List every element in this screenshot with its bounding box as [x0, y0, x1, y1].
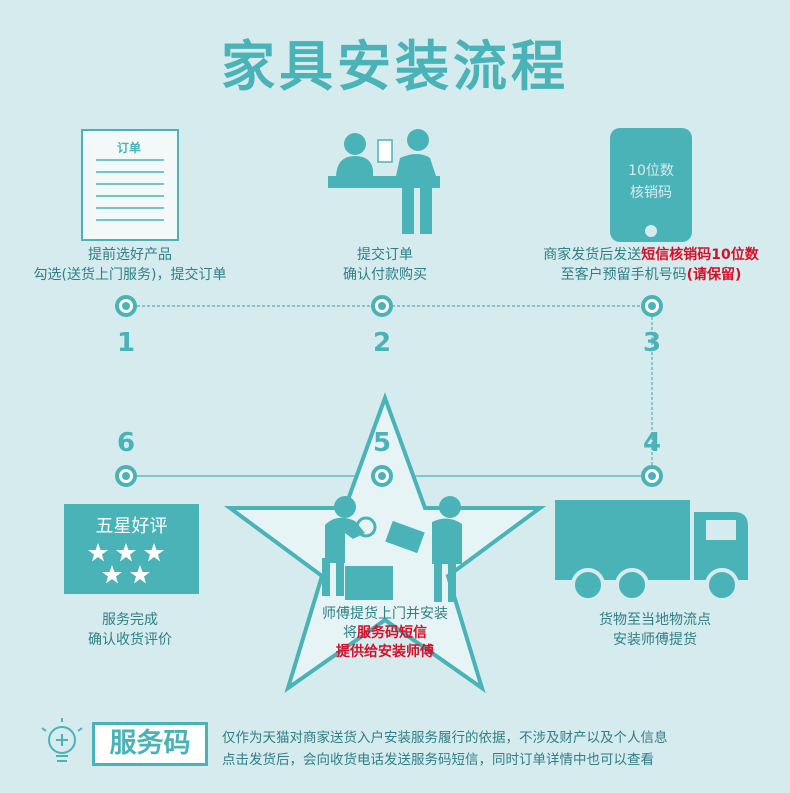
step-4-node	[641, 465, 663, 487]
service-code-badge: 服务码	[92, 722, 208, 766]
step-3-line2: 至客户预留手机号码(请保留)	[516, 265, 786, 285]
step-2-node	[371, 295, 393, 317]
footer-line-1: 仅作为天猫对商家送货入户安装服务履行的依据，不涉及财产以及个人信息	[222, 726, 668, 746]
step-5-line2-highlight: 服务码短信	[357, 625, 427, 641]
step-4-caption: 货物至当地物流点 安装师傅提货	[565, 610, 745, 650]
step-1-line1: 提前选好产品	[20, 245, 240, 265]
phone-text-line2: 核销码	[623, 182, 679, 204]
step-1-caption: 提前选好产品 勾选(送货上门服务)，提交订单	[20, 245, 240, 285]
order-document-title: 订单	[117, 139, 141, 156]
step-6-node	[115, 465, 137, 487]
step-3-caption: 商家发货后发送短信核销码10位数 至客户预留手机号码(请保留)	[516, 245, 786, 285]
lightbulb-icon	[42, 718, 82, 761]
step-5-node	[371, 465, 393, 487]
step-3-number: 3	[637, 328, 667, 358]
step-4-line2: 安装师傅提货	[565, 630, 745, 650]
step-6-number: 6	[111, 428, 141, 458]
step-6-line1: 服务完成	[60, 610, 200, 630]
step-2-caption: 提交订单 确认付款购买	[300, 245, 470, 285]
review-board-title: 五星好评	[64, 512, 199, 538]
step-3-line1-highlight: 短信核销码10位数	[641, 247, 758, 263]
step-5-line2-text: 将	[343, 625, 357, 641]
truck-icon	[555, 500, 748, 600]
footer-line-2: 点击发货后，会向收货电话发送服务码短信，同时订单详情中也可以查看	[222, 748, 654, 768]
phone-text-line1: 10位数	[623, 160, 679, 182]
checkout-counter-icon	[328, 129, 440, 234]
step-1-number: 1	[111, 328, 141, 358]
step-4-number: 4	[637, 428, 667, 458]
phone-screen-text: 10位数 核销码	[623, 160, 679, 204]
step-2-number: 2	[367, 328, 397, 358]
step-3-line1-text: 商家发货后发送	[543, 247, 641, 263]
step-5-line3: 提供给安装师傅	[300, 643, 470, 662]
step-3-line1: 商家发货后发送短信核销码10位数	[516, 245, 786, 265]
step-1-line2: 勾选(送货上门服务)，提交订单	[20, 265, 240, 285]
step-5-caption: 师傅提货上门并安装 将服务码短信 提供给安装师傅	[300, 605, 470, 662]
step-2-line2: 确认付款购买	[300, 265, 470, 285]
step-4-line1: 货物至当地物流点	[565, 610, 745, 630]
step-5-number: 5	[367, 428, 397, 458]
step-5-line1: 师傅提货上门并安装	[300, 605, 470, 624]
step-3-line2-text: 至客户预留手机号码	[561, 267, 687, 283]
step-1-node	[115, 295, 137, 317]
step-6-caption: 服务完成 确认收货评价	[60, 610, 200, 650]
step-3-node	[641, 295, 663, 317]
step-5-line2: 将服务码短信	[300, 624, 470, 643]
step-3-line2-highlight: (请保留)	[687, 267, 742, 283]
step-6-line2: 确认收货评价	[60, 630, 200, 650]
step-2-line1: 提交订单	[300, 245, 470, 265]
